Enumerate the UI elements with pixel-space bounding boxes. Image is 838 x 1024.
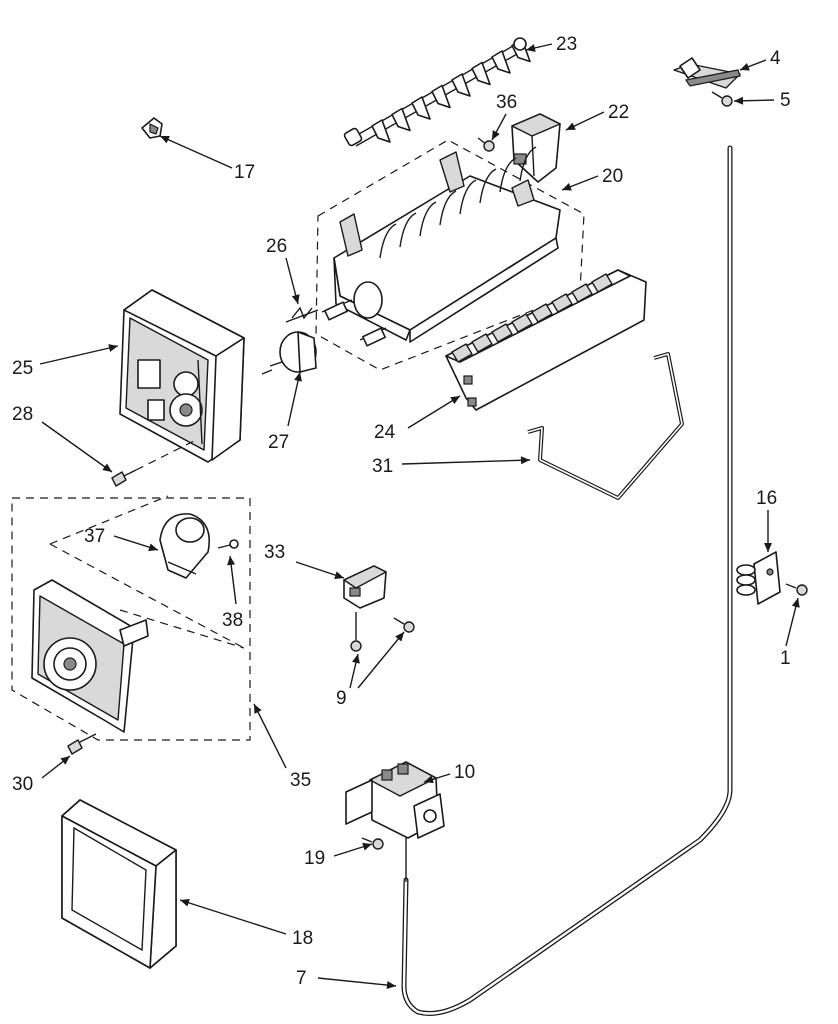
callout-18: 18 (292, 928, 313, 949)
callout-24: 24 (374, 422, 396, 443)
part-screw-28 (111, 439, 197, 487)
part-screw-5 (711, 91, 733, 107)
leader-17 (159, 135, 233, 169)
callout-10: 10 (454, 762, 475, 783)
leader-9-b (357, 631, 405, 689)
leader-36-head (492, 130, 500, 140)
callout-36: 36 (496, 92, 517, 113)
leader-24 (407, 395, 461, 429)
part-control-housing (119, 289, 245, 463)
callout-7: 7 (296, 968, 307, 989)
part-screw-30 (67, 733, 97, 755)
leader-31 (401, 459, 531, 465)
leader-17-head (160, 136, 170, 144)
leader-38-head (227, 556, 236, 566)
leader-26-head (291, 294, 300, 304)
leader-27 (287, 371, 301, 427)
part-shutoff-arm (527, 352, 684, 500)
leader-1-head (791, 598, 800, 608)
leader-30-head (60, 756, 70, 765)
part-fill-cup (511, 113, 561, 183)
leader-18 (179, 899, 287, 935)
leader-33-head (334, 571, 344, 579)
callout-leaders (39, 43, 800, 990)
callout-31: 31 (372, 456, 393, 477)
part-screw-36 (477, 137, 495, 152)
leader-35-head (254, 704, 262, 714)
callout-28: 28 (12, 404, 33, 425)
leader-19-head (362, 842, 372, 851)
leader-31-head (520, 456, 530, 465)
callout-23: 23 (556, 34, 577, 55)
leader-28 (41, 421, 113, 473)
part-ice-ejector (343, 37, 531, 147)
callout-22: 22 (608, 102, 629, 123)
callout-35: 35 (290, 770, 311, 791)
part-thermostat-27 (261, 331, 317, 375)
callout-1: 1 (780, 648, 791, 669)
leader-7-head (386, 981, 396, 990)
leader-5-head (734, 96, 744, 105)
leader-35 (253, 703, 287, 769)
leader-9-head (352, 654, 360, 664)
leader-20-head (562, 183, 572, 191)
callout-4: 4 (770, 48, 781, 69)
leader-7 (317, 977, 397, 987)
callout-27: 27 (268, 432, 289, 453)
callout-16: 16 (756, 488, 777, 509)
leader-18-head (180, 898, 190, 907)
callout-33: 33 (264, 542, 285, 563)
leader-27-head (294, 372, 302, 382)
leader-10-head (424, 775, 434, 784)
part-ice-mold (315, 139, 585, 371)
part-bracket-33 (343, 565, 387, 609)
leader-28-head (102, 463, 112, 472)
callout-38: 38 (222, 610, 243, 631)
part-water-valve (345, 761, 445, 882)
leader-16-head (764, 543, 772, 552)
part-clamp-16 (736, 551, 781, 605)
part-clip-17 (141, 117, 163, 139)
part-screw-1 (785, 583, 808, 596)
part-spring-26 (285, 306, 319, 323)
leader-37-head (148, 543, 158, 552)
callout-19: 19 (304, 848, 325, 869)
callout-17: 17 (234, 162, 255, 183)
part-shield (673, 57, 741, 89)
leader-25 (39, 345, 119, 365)
leader-4-head (740, 63, 750, 71)
callout-5: 5 (780, 90, 791, 111)
callout-37: 37 (84, 526, 105, 547)
callout-26: 26 (266, 236, 287, 257)
leader-24-head (450, 396, 460, 405)
callout-25: 25 (12, 358, 33, 379)
part-water-tube (401, 145, 733, 1016)
leader-9-b-head (395, 632, 404, 642)
callout-9: 9 (336, 688, 347, 709)
callout-30: 30 (12, 774, 33, 795)
leader-23-head (526, 44, 536, 52)
part-module-kit (11, 495, 251, 741)
part-screws-9 (350, 612, 415, 652)
leader-22-head (566, 122, 576, 130)
part-cover-18 (61, 799, 177, 969)
part-screw-19 (361, 837, 384, 850)
part-stripper-24 (445, 269, 647, 411)
leader-25-head (108, 344, 118, 352)
callout-20: 20 (602, 166, 623, 187)
